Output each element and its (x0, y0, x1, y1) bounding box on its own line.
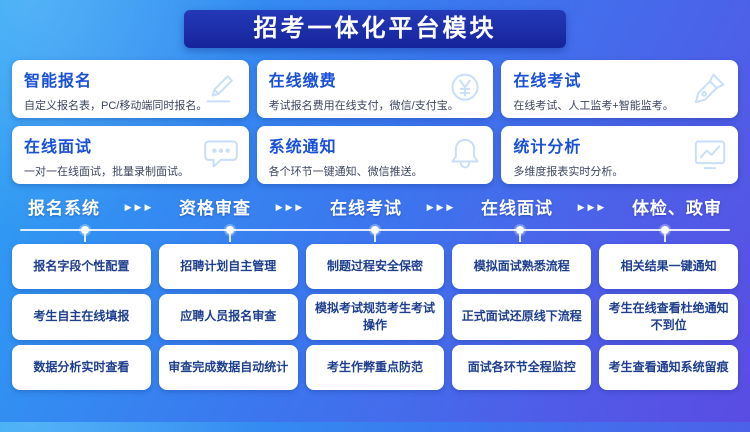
column-checkup: 相关结果一键通知 考生在线查看杜绝通知不到位 考生查看通知系统留痕 (599, 244, 738, 390)
list-item: 模拟考试规范考生考试操作 (305, 294, 445, 340)
feature-card-title: 智能报名 (24, 73, 93, 90)
connector-dot (157, 226, 302, 242)
list-item: 考生查看通知系统留痕 (599, 344, 738, 390)
list-item: 正式面试还原线下流程 (452, 294, 592, 340)
list-item: 数据分析实时查看 (12, 344, 151, 390)
connector-line (12, 226, 738, 242)
feature-card-title: 在线考试 (513, 73, 582, 90)
connector-dot (448, 226, 593, 242)
detail-columns: 报名字段个性配置 考生自主在线填报 数据分析实时查看 招聘计划自主管理 应聘人员… (12, 244, 738, 390)
feature-card-title: 系统通知 (268, 139, 337, 156)
flow-step-signup: 报名系统 (28, 199, 100, 218)
feature-card-statistics: 统计分析 多维度报表实时分析。 (501, 126, 738, 184)
list-item: 面试各环节全程监控 (452, 344, 592, 390)
feature-card-system-notify: 系统通知 各个环节一键通知、微信推送。 (256, 126, 494, 184)
list-item: 相关结果一键通知 (599, 244, 738, 290)
flow-step-checkup: 体检、政审 (631, 199, 722, 218)
feature-card-desc: 各个环节一键通知、微信推送。 (268, 166, 423, 178)
bell-icon (445, 134, 485, 174)
feature-card-desc: 自定义报名表，PC/移动端同时报名。 (24, 100, 208, 112)
feature-grid: 智能报名 自定义报名表，PC/移动端同时报名。 在线缴费 考试报名费用在线支付，… (12, 60, 738, 184)
list-item: 考生自主在线填报 (12, 294, 151, 340)
feature-card-title: 在线面试 (24, 139, 93, 156)
pencil-icon (201, 68, 241, 108)
feature-card-smart-signup: 智能报名 自定义报名表，PC/移动端同时报名。 (12, 60, 249, 118)
column-interview: 模拟面试熟悉流程 正式面试还原线下流程 面试各环节全程监控 (452, 244, 592, 390)
flow-arrow-icon: ▶▶▶ (275, 202, 306, 212)
list-item: 制题过程安全保密 (305, 244, 445, 290)
flow-arrow-icon: ▶▶▶ (124, 202, 155, 212)
flow-step-interview: 在线面试 (480, 199, 553, 218)
list-item: 模拟面试熟悉流程 (452, 244, 592, 290)
list-item: 应聘人员报名审查 (158, 294, 298, 340)
chart-icon (690, 134, 730, 174)
feature-card-online-exam: 在线考试 在线考试、人工监考+智能监考。 (501, 60, 738, 118)
feature-card-online-interview: 在线面试 一对一在线面试，批量录制面试。 (12, 126, 249, 184)
list-item: 考生在线查看杜绝通知不到位 (599, 294, 738, 340)
flow-step-qualification: 资格审查 (178, 199, 251, 218)
feature-card-title: 在线缴费 (268, 73, 337, 90)
connector-dot (302, 226, 447, 242)
flow-step-exam: 在线考试 (329, 199, 402, 218)
chat-bubble-icon (201, 134, 241, 174)
feature-card-title: 统计分析 (513, 139, 582, 156)
flow-arrow-icon: ▶▶▶ (426, 202, 457, 212)
connector-dot (12, 226, 157, 242)
column-qualification: 招聘计划自主管理 应聘人员报名审查 审查完成数据自动统计 (158, 244, 298, 390)
pen-nib-icon (690, 68, 730, 108)
connector-dot (593, 226, 738, 242)
feature-card-desc: 考试报名费用在线支付，微信/支付宝。 (268, 100, 459, 112)
feature-card-online-payment: 在线缴费 考试报名费用在线支付，微信/支付宝。 (256, 60, 494, 118)
list-item: 报名字段个性配置 (12, 244, 151, 290)
column-exam: 制题过程安全保密 模拟考试规范考生考试操作 考生作弊重点防范 (305, 244, 445, 390)
list-item: 招聘计划自主管理 (158, 244, 298, 290)
feature-card-desc: 在线考试、人工监考+智能监考。 (513, 100, 674, 112)
coin-yen-icon (445, 68, 485, 108)
list-item: 审查完成数据自动统计 (158, 344, 298, 390)
column-signup: 报名字段个性配置 考生自主在线填报 数据分析实时查看 (12, 244, 151, 390)
page-title: 招考一体化平台模块 (184, 10, 566, 48)
feature-card-desc: 多维度报表实时分析。 (513, 166, 624, 178)
flow-arrow-icon: ▶▶▶ (577, 202, 608, 212)
feature-card-desc: 一对一在线面试，批量录制面试。 (24, 166, 189, 178)
list-item: 考生作弊重点防范 (305, 344, 445, 390)
process-flow: 报名系统 ▶▶▶ 资格审查 ▶▶▶ 在线考试 ▶▶▶ 在线面试 ▶▶▶ 体检、政… (28, 194, 722, 219)
